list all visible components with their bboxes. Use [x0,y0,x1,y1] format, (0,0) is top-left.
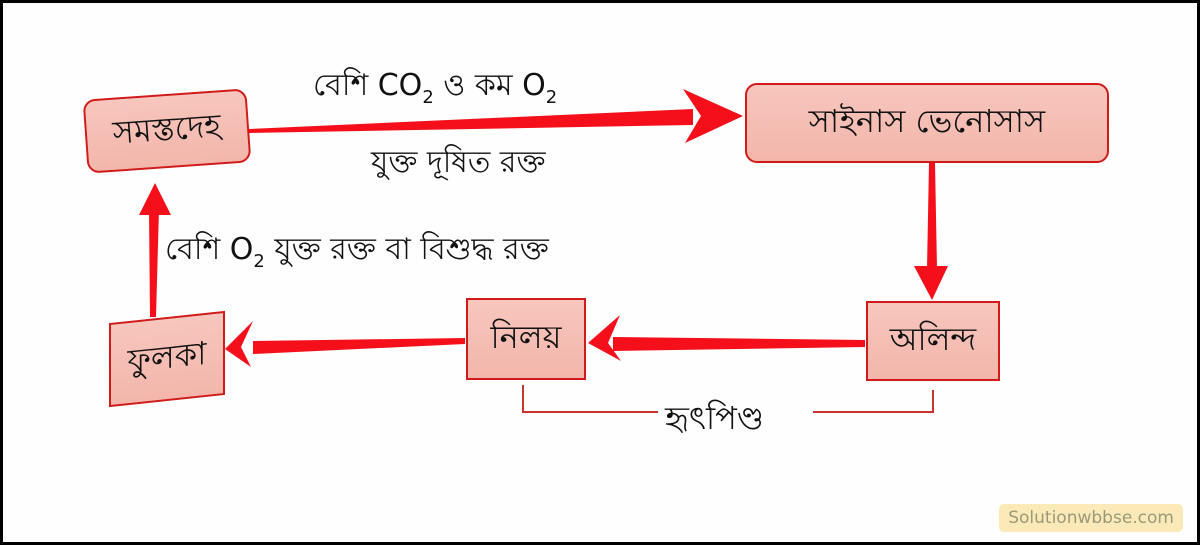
node-ventricle: নিলয় [466,298,586,380]
node-atrium-label: অলিন্দ [889,320,977,358]
node-sinus-venosus-label: সাইনাস ভেনোসাস [808,102,1046,140]
top-label-o2-subscript: 2 [545,87,558,108]
node-ventricle-label: নিলয় [490,318,562,356]
left-label-o2-prefix: বেশি O [165,232,254,267]
heart-label-text: হৃৎপিণ্ড [665,399,765,437]
node-whole-body: সমস্তদেহ [82,88,252,174]
top-label-co2-subscript: 2 [422,87,434,108]
arrow-ventricle-to-gill [225,321,465,367]
node-gill-label: ফুলকা [127,333,207,381]
heart-bracket [522,385,934,413]
node-gill: ফুলকা [109,310,225,408]
top-edge-label-line2: যুক্ত দূষিত রক্ত [371,138,546,189]
top-edge-label-line1: বেশি CO2 ও কম O2 [313,61,557,112]
arrow-body-to-sinus [249,89,743,143]
left-label-o2-subscript: 2 [253,251,265,272]
arrows-layer [139,89,948,413]
top-label-o2-prefix: ও কম O [433,68,546,103]
node-atrium: অলিন্দ [866,301,1000,381]
node-sinus-venosus: সাইনাস ভেনোসাস [745,83,1109,163]
arrow-gill-to-body [139,183,171,317]
arrow-atrium-to-ventricle [588,315,865,361]
watermark: Solutionwbbse.com [999,504,1183,532]
top-label-co2-prefix: বেশি CO [313,68,423,103]
heart-label: হৃৎপিণ্ড [665,393,764,447]
node-whole-body-label: সমস্তদেহ [111,106,223,152]
left-edge-label: বেশি O2 যুক্ত রক্ত বা বিশুদ্ধ রক্ত [165,225,549,276]
top-label-impure-blood: যুক্ত দূষিত রক্ত [371,145,546,180]
arrow-sinus-to-atrium [914,163,948,300]
left-label-pure-blood: যুক্ত রক্ত বা বিশুদ্ধ রক্ত [264,232,549,267]
